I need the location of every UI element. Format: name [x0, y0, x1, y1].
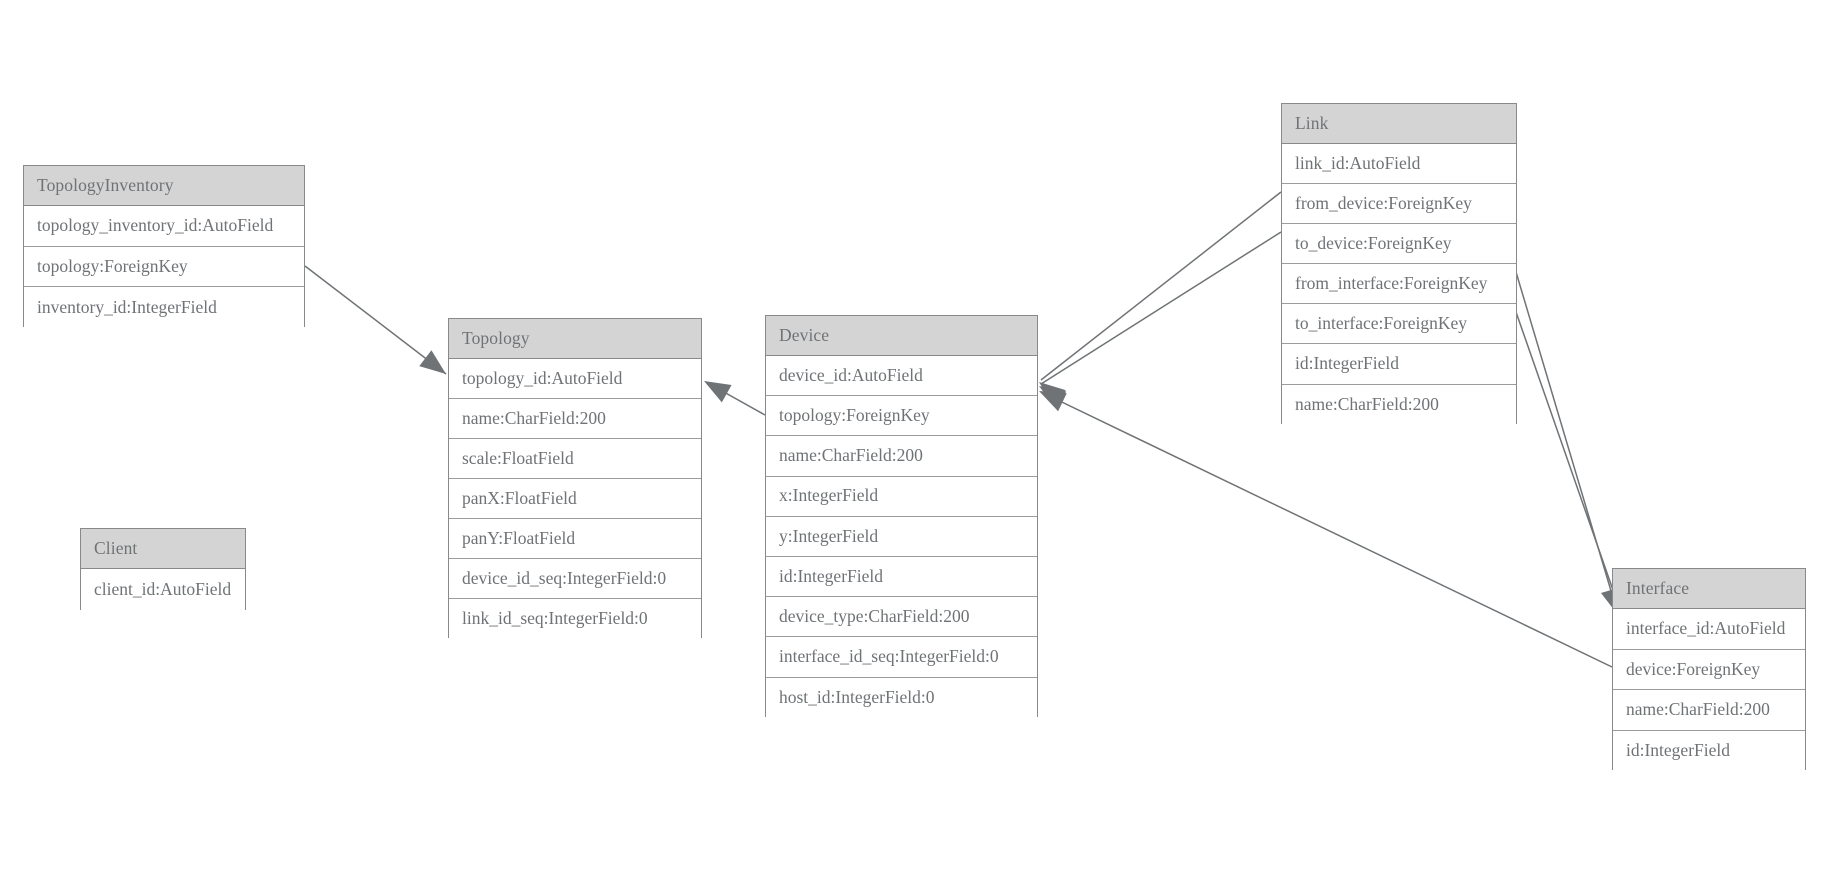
entity-topology-field[interactable]: scale:FloatField [449, 439, 701, 479]
entity-link-field[interactable]: from_interface:ForeignKey [1282, 264, 1516, 305]
entity-link-field[interactable]: name:CharField:200 [1282, 384, 1516, 425]
arrowhead-icon [704, 381, 732, 403]
entity-topology-field[interactable]: panX:FloatField [449, 479, 701, 519]
relationship-topologyinventory-topology [304, 265, 447, 375]
entity-interface-field[interactable]: device:ForeignKey [1613, 649, 1805, 690]
entity-topology_inventory-field[interactable]: topology:ForeignKey [24, 246, 304, 287]
entity-device-field[interactable]: topology:ForeignKey [766, 396, 1037, 437]
relationship-line [1040, 391, 1613, 668]
arrowhead-icon [1039, 386, 1067, 409]
entity-interface-field[interactable]: id:IntegerField [1613, 730, 1805, 771]
entity-client-title: Client [81, 529, 245, 569]
entity-topology-field[interactable]: panY:FloatField [449, 519, 701, 559]
entity-device-field[interactable]: interface_id_seq:IntegerField:0 [766, 637, 1037, 678]
relationship-device-topology [704, 381, 766, 416]
relationship-link-interface-from [1515, 271, 1621, 615]
relationship-line [1515, 271, 1618, 612]
relationship-link-device-from [1039, 191, 1282, 406]
entity-topology_inventory-title: TopologyInventory [24, 166, 304, 206]
entity-link-field[interactable]: to_interface:ForeignKey [1282, 304, 1516, 345]
entity-topology-field[interactable]: name:CharField:200 [449, 399, 701, 439]
entity-client-field[interactable]: client_id:AutoField [81, 569, 245, 611]
entity-topology_inventory-field[interactable]: inventory_id:IntegerField [24, 287, 304, 328]
entity-interface-field[interactable]: name:CharField:200 [1613, 690, 1805, 731]
relationship-line [1040, 191, 1282, 381]
entity-device-field[interactable]: host_id:IntegerField:0 [766, 677, 1037, 718]
entity-topology-field[interactable]: device_id_seq:IntegerField:0 [449, 559, 701, 599]
entity-device-field[interactable]: y:IntegerField [766, 516, 1037, 557]
entity-device-field[interactable]: device_type:CharField:200 [766, 597, 1037, 638]
entity-link-field[interactable]: to_device:ForeignKey [1282, 224, 1516, 265]
relationship-line [705, 381, 766, 416]
entity-device-field[interactable]: id:IntegerField [766, 556, 1037, 598]
arrowhead-icon [1039, 391, 1067, 412]
entity-device-field[interactable]: device_id:AutoField [766, 356, 1037, 397]
entity-topology-field[interactable]: topology_id:AutoField [449, 359, 701, 399]
entity-device-title: Device [766, 316, 1037, 356]
relationship-line [1040, 231, 1282, 385]
entity-topology_inventory-field[interactable]: topology_inventory_id:AutoField [24, 206, 304, 247]
entity-link-field[interactable]: link_id:AutoField [1282, 144, 1516, 185]
relationship-line [304, 265, 447, 375]
entity-interface-title: Interface [1613, 569, 1805, 609]
entity-link-field[interactable]: from_device:ForeignKey [1282, 184, 1516, 225]
entity-link-title: Link [1282, 104, 1516, 144]
relationship-link-device-to [1039, 231, 1282, 409]
entity-device-field[interactable]: name:CharField:200 [766, 436, 1037, 477]
relationship-line [1515, 311, 1622, 614]
relationship-interface-device [1039, 391, 1613, 668]
entity-interface-field[interactable]: interface_id:AutoField [1613, 609, 1805, 650]
entity-link-field[interactable]: id:IntegerField [1282, 344, 1516, 385]
entity-device-field[interactable]: x:IntegerField [766, 476, 1037, 517]
entity-topology-field[interactable]: link_id_seq:IntegerField:0 [449, 599, 701, 639]
entity-topology-title: Topology [449, 319, 701, 359]
